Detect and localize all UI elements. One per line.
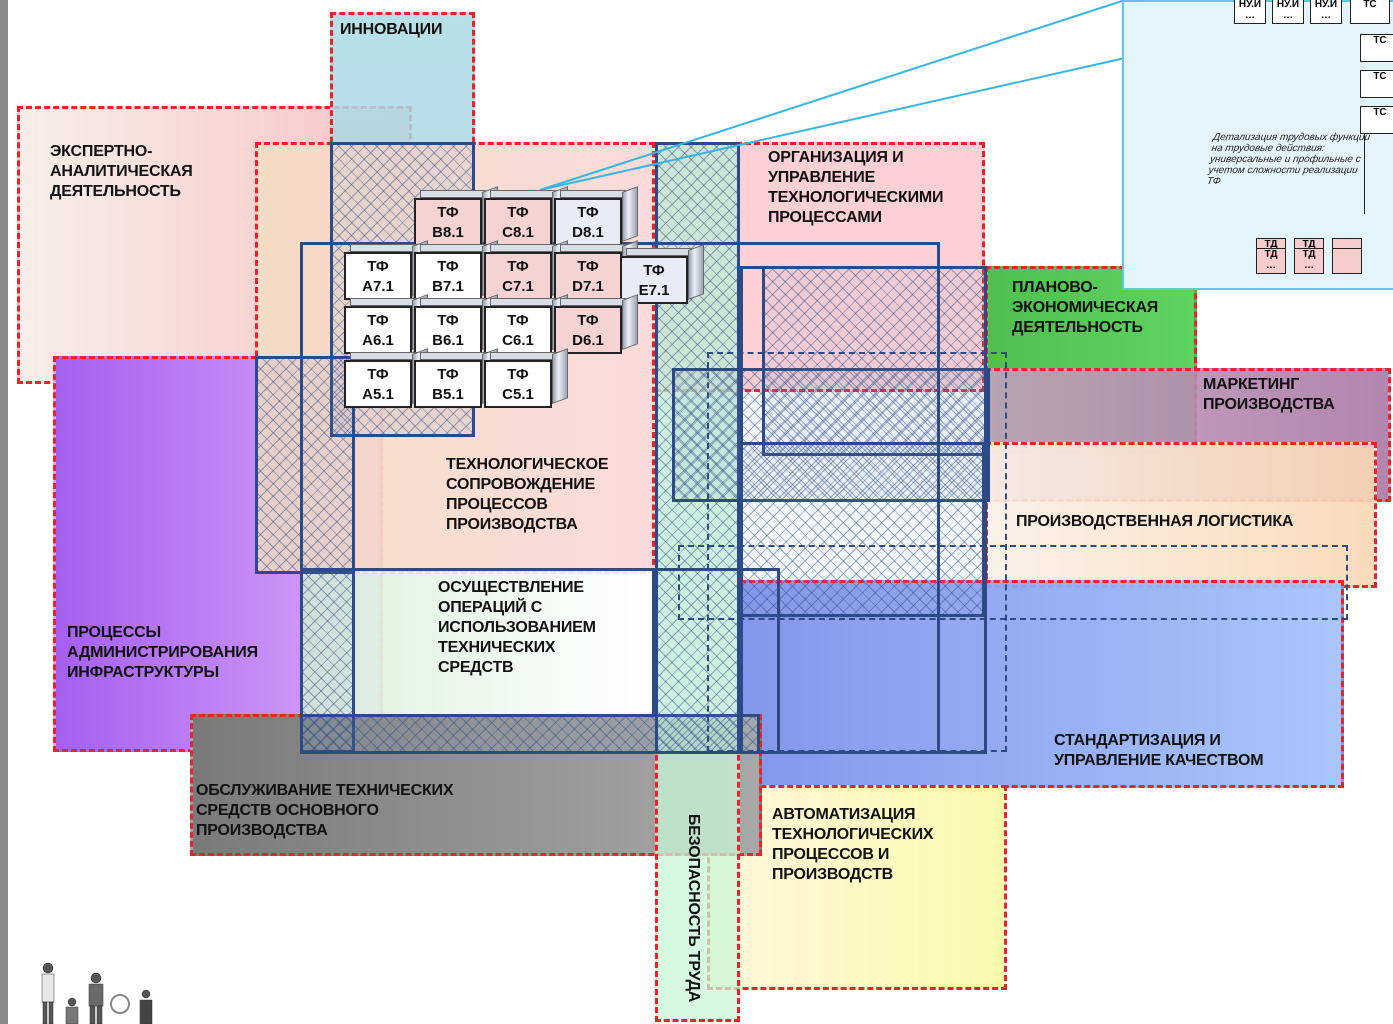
label-planning: ПЛАНОВО- ЭКОНОМИЧЕСКАЯ ДЕЯТЕЛЬНОСТЬ (1012, 279, 1159, 336)
cube-d6: ТФ D6.1 (554, 294, 638, 356)
cube-d7: ТФ D7.1 (554, 240, 638, 302)
cube-b6: ТФ B6.1 (414, 294, 498, 356)
cube-c8: ТФ C8.1 (484, 186, 568, 248)
callout-box-nu-3: НУ.И … (1310, 0, 1342, 24)
business-people-illustration (41, 962, 153, 1024)
overlap-maintenance-top (300, 714, 760, 754)
callout-td-5: ТД … (1294, 248, 1324, 274)
label-infrastructure: ПРОЦЕССЫ АДМИНИСТРИРОВАНИЯ ИНФРАСТРУКТУР… (67, 624, 258, 681)
label-standardization: СТАНДАРТИЗАЦИЯ И УПРАВЛЕНИЕ КАЧЕСТВОМ (1054, 732, 1264, 769)
label-operations: ОСУЩЕСТВЛЕНИЕ ОПЕРАЦИЙ С ИСПОЛЬЗОВАНИЕМ … (438, 579, 596, 676)
label-logistics: ПРОИЗВОДСТВЕННАЯ ЛОГИСТИКА (1016, 513, 1294, 530)
callout-box-nu-2: НУ.И … (1272, 0, 1304, 24)
cube-c7: ТФ C7.1 (484, 240, 568, 302)
frame-operations (300, 568, 780, 754)
cube-a6: ТФ A6.1 (344, 294, 428, 356)
cube-b7: ТФ B7.1 (414, 240, 498, 302)
overlap-safety-column (655, 142, 740, 754)
cube-a5: ТФ A5.1 (344, 348, 428, 410)
callout-box-ts-top: ТС (1350, 0, 1390, 24)
connector-line-upper (539, 0, 1126, 191)
left-edge-bar (0, 0, 8, 1024)
cube-a7: ТФ A7.1 (344, 240, 428, 302)
label-maintenance: ОБСЛУЖИВАНИЕ ТЕХНИЧЕСКИХ СРЕДСТВ ОСНОВНО… (196, 782, 454, 839)
overlap-planning-organization (762, 266, 987, 456)
cube-d8: ТФ D8.1 (554, 186, 638, 248)
label-marketing: МАРКЕТИНГ ПРОИЗВОДСТВА (1203, 376, 1335, 413)
callout-box-nu-1: НУ.И … (1234, 0, 1266, 24)
connector-line-lower (539, 57, 1126, 191)
dashed-frame-lower (678, 545, 1348, 620)
overlap-left-column (300, 568, 355, 753)
label-tech-support: ТЕХНОЛОГИЧЕСКОЕ СОПРОВОЖДЕНИЕ ПРОЦЕССОВ … (446, 456, 609, 533)
label-organization: ОРГАНИЗАЦИЯ И УПРАВЛЕНИЕ ТЕХНОЛОГИЧЕСКИМ… (768, 149, 944, 226)
label-expert: ЭКСПЕРТНО- АНАЛИТИЧЕСКАЯ ДЕЯТЕЛЬНОСТЬ (50, 143, 193, 200)
callout-note: Детализация трудовых функций на трудовые… (1206, 132, 1371, 187)
label-automation: АВТОМАТИЗАЦИЯ ТЕХНОЛОГИЧЕСКИХ ПРОЦЕССОВ … (772, 806, 934, 883)
cube-c5: ТФ C5.1 (484, 348, 568, 410)
callout-td-4: ТД … (1256, 248, 1286, 274)
callout-panel: НУ.И … НУ.И … НУ.И … ТС ТС ТС ТС Детализ… (1122, 0, 1393, 290)
callout-box-ts-1: ТС (1360, 34, 1393, 62)
overlap-logistics-band (740, 442, 985, 617)
cube-b5: ТФ B5.1 (414, 348, 498, 410)
frame-right-block (740, 266, 987, 754)
area-logistics (985, 442, 1377, 588)
callout-box-ts-3: ТС (1360, 106, 1393, 134)
overlap-marketing-organization (672, 368, 990, 502)
dashed-frame-inner (707, 352, 1007, 752)
label-innovations: ИННОВАЦИИ (340, 21, 443, 38)
cube-b8: ТФ B8.1 (414, 186, 498, 248)
callout-td-6 (1332, 248, 1362, 274)
callout-box-ts-2: ТС (1360, 70, 1393, 98)
cube-c6: ТФ C6.1 (484, 294, 568, 356)
overlap-infrastructure-support (255, 356, 355, 574)
